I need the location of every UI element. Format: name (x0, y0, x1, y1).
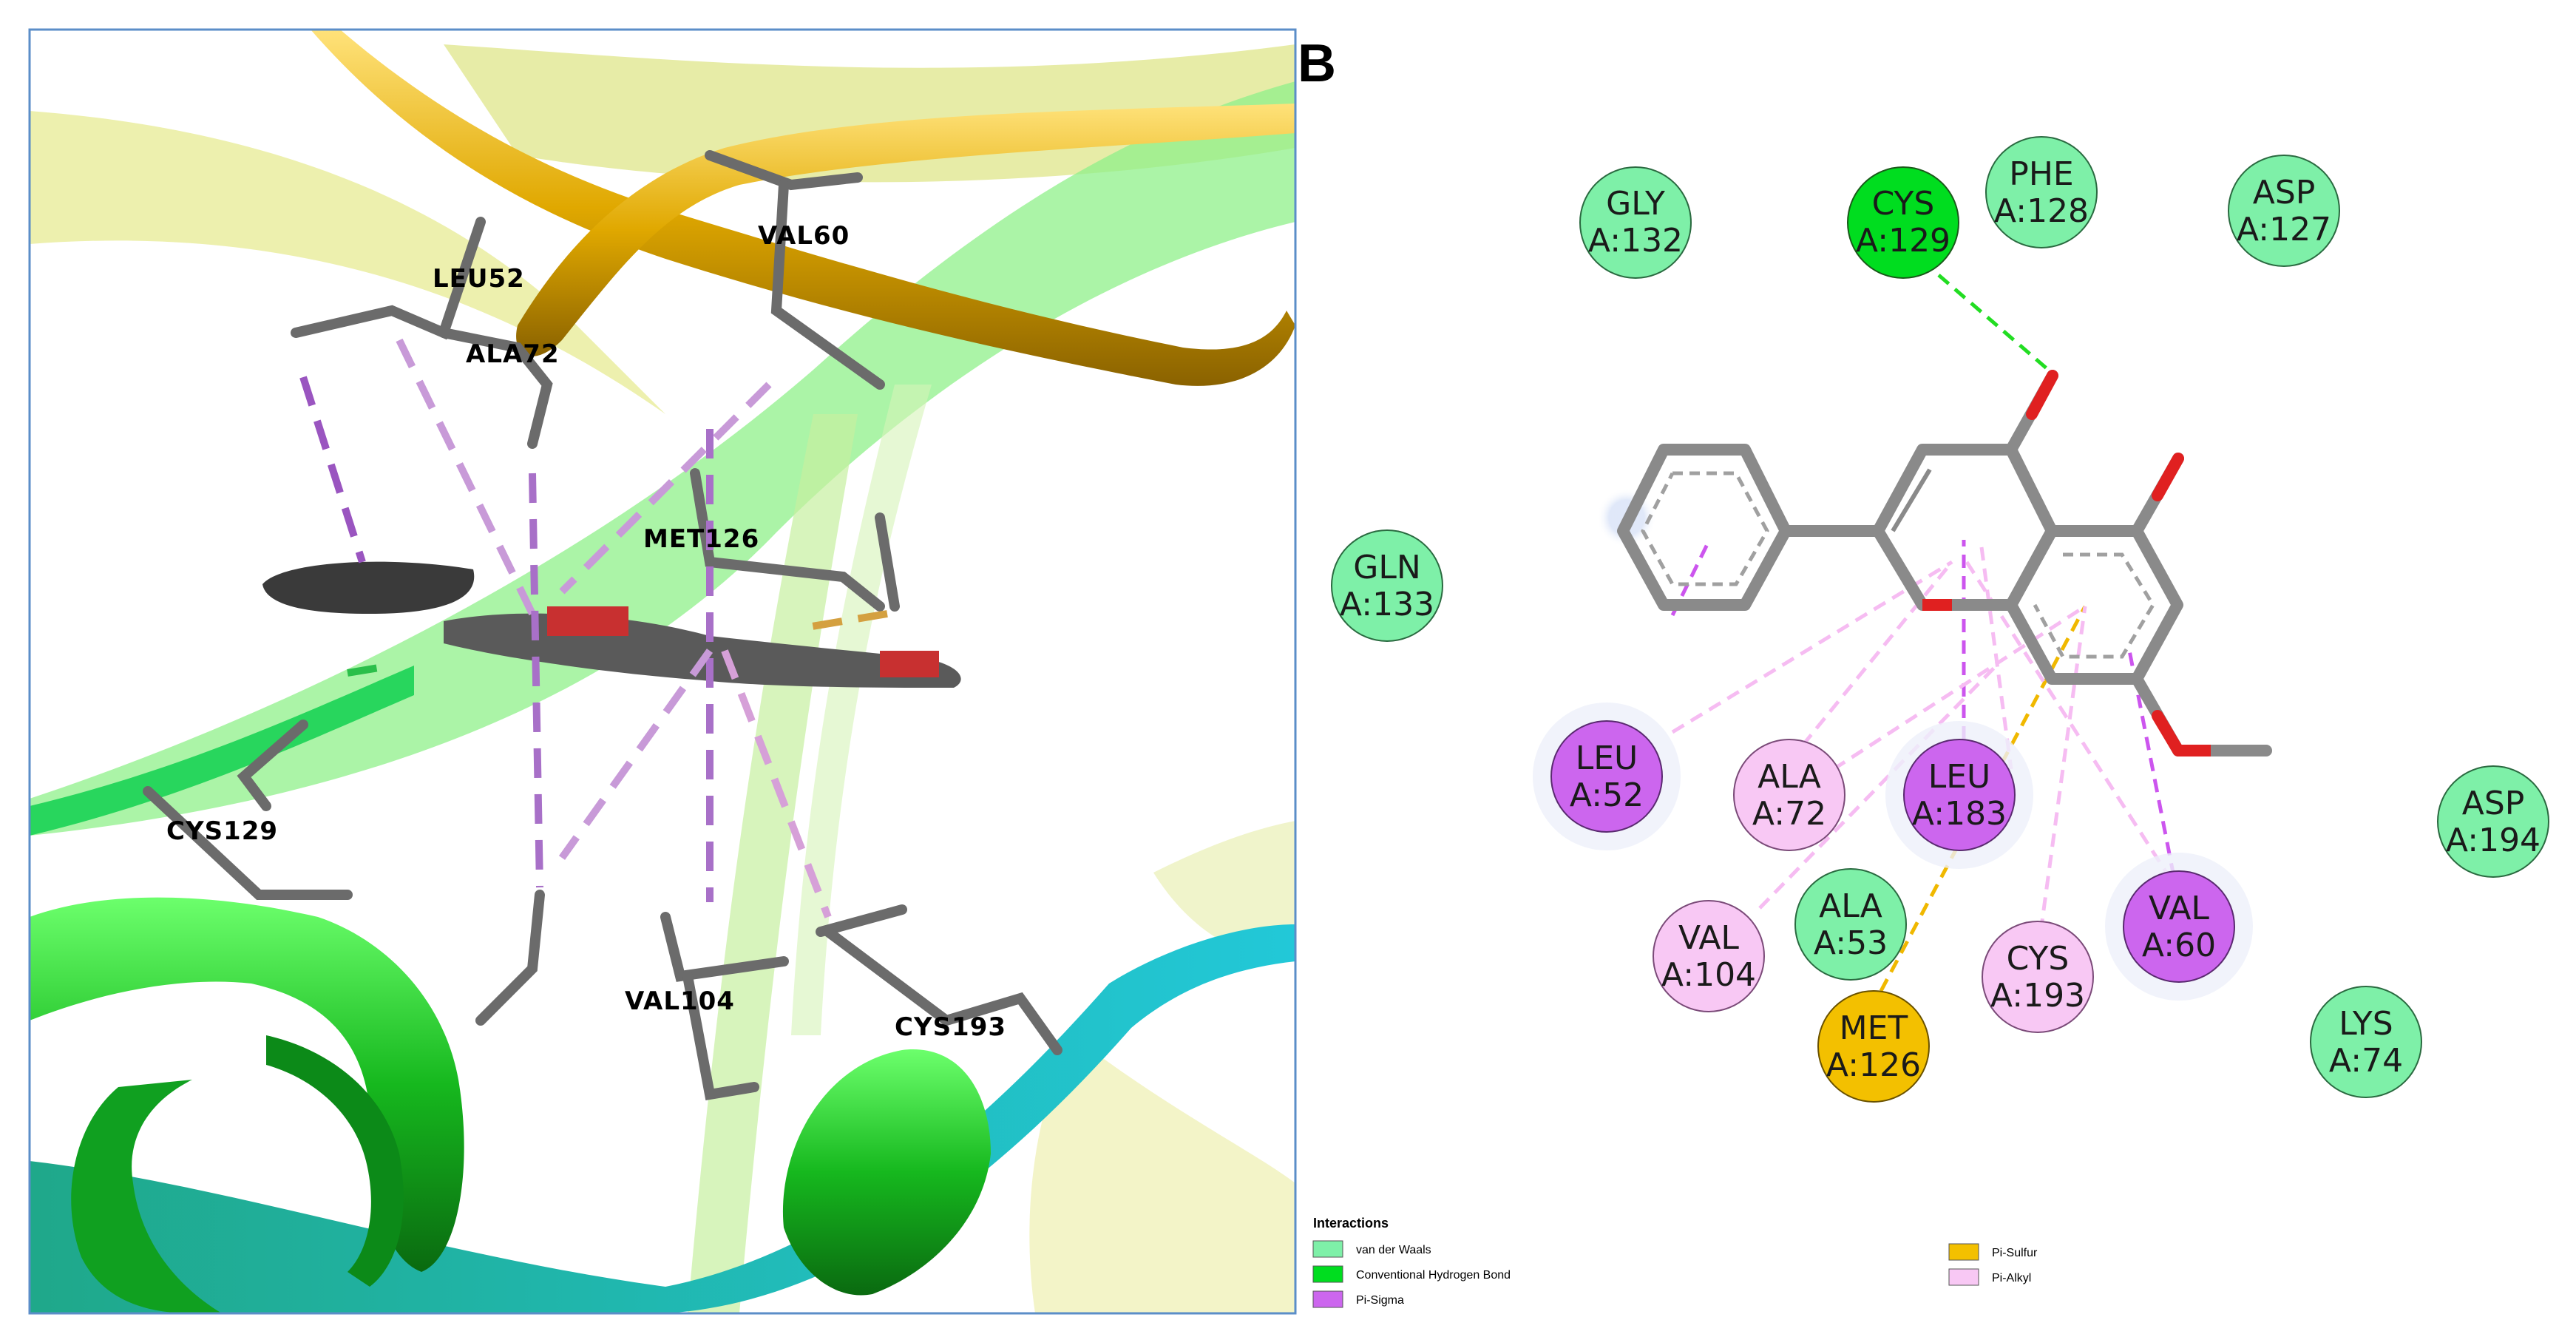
residue-id: A:128 (1994, 192, 2089, 230)
legend-label: van der Waals (1356, 1244, 1431, 1256)
residue-val60: VAL A:60 (2105, 853, 2253, 1001)
residue-name: GLY (1606, 185, 1665, 223)
pialkyl-val104 (1758, 664, 1998, 910)
residue-id: A:127 (2237, 211, 2331, 248)
residue-name: ASP (2253, 174, 2316, 211)
legend-item: Pi-Sigma (1312, 1290, 1404, 1308)
pialkyl-cys193 (2038, 606, 2087, 932)
residue-asp127: ASP A:127 (2228, 155, 2340, 267)
residue-ala72: ALA A:72 (1733, 739, 1845, 851)
residue-id: A:52 (1570, 776, 1644, 814)
beta-sheet-pale-yellow (30, 111, 665, 414)
residue-sticks (143, 150, 1062, 1101)
beta-strand-gold (311, 30, 1295, 386)
pialkyl-leu52-c (1671, 560, 1953, 734)
legend-item: Conventional Hydrogen Bond (1312, 1265, 1511, 1283)
helix-green-center (782, 1049, 991, 1296)
legend-label: Pi-Sulfur (1992, 1247, 2038, 1259)
label-cys129: CYS129 (166, 816, 278, 846)
phenyl-ring (1617, 444, 1792, 611)
pisigma-leu52 (1670, 538, 1712, 617)
legend-label: Pi-Sigma (1356, 1294, 1404, 1307)
residue-id: A:126 (1826, 1046, 1921, 1084)
residue-id: A:60 (2142, 927, 2216, 964)
residue-name: PHE (2009, 155, 2073, 193)
residue-name: GLN (1353, 549, 1421, 586)
residue-val104: VAL A:104 (1653, 900, 1765, 1012)
residue-leu52: LEU A:52 (1533, 703, 1681, 850)
residue-name: ALA (1758, 758, 1821, 796)
residue-id: A:104 (1661, 956, 1756, 994)
residue-name: CYS (1872, 185, 1935, 223)
residue-id: A:129 (1856, 222, 1950, 260)
panel-a-frame (28, 28, 1297, 1315)
residue-phe128: PHE A:128 (1985, 136, 2098, 248)
residue-id: A:53 (1814, 924, 1888, 962)
ligand-2d (1597, 370, 2272, 756)
residue-name: MET (1840, 1009, 1908, 1047)
residue-id: A:72 (1752, 795, 1826, 833)
ligand-3d (262, 561, 961, 688)
label-ala72: ALA72 (466, 339, 560, 369)
interactions-legend: Interactions van der Waals Conventional … (1312, 1216, 2038, 1308)
pialkyl-ala72 (1788, 561, 1953, 763)
residue-name: ASP (2462, 785, 2525, 822)
residue-name: VAL (1678, 919, 1739, 957)
residue-met126: MET A:126 (1817, 990, 1930, 1103)
residue-cys129: CYS A:129 (1847, 166, 1959, 279)
residue-id: A:183 (1912, 795, 2007, 833)
protein-3d-view (30, 30, 1295, 1313)
beta-sheet-pale-bottom-right (1029, 1035, 1295, 1313)
residue-id: A:133 (1340, 586, 1434, 623)
label-val60: VAL60 (758, 221, 850, 251)
helix-green-left (30, 897, 464, 1272)
hbond-cys129 (1937, 274, 2054, 375)
label-cys193: CYS193 (895, 1012, 1006, 1042)
interaction-dashes-3d (299, 338, 888, 918)
legend-title: Interactions (1313, 1216, 1389, 1231)
residue-name: LYS (2339, 1005, 2393, 1043)
residue-lys74: LYS A:74 (2310, 986, 2422, 1098)
residue-id: A:132 (1588, 222, 1683, 260)
residue-leu183: LEU A:183 (1885, 721, 2033, 869)
residue-name: VAL (2149, 890, 2209, 927)
residue-ala53: ALA A:53 (1794, 868, 1907, 981)
legend-item: van der Waals (1312, 1240, 1431, 1258)
panel-b-letter: B (1298, 34, 1336, 93)
pialkyl-leu183-b (1979, 546, 2013, 770)
legend-item: Pi-Sulfur (1948, 1243, 2038, 1261)
beta-sheet-green-diagonal (30, 81, 1295, 836)
residue-name: LEU (1576, 739, 1638, 777)
legend-label: Pi-Alkyl (1992, 1272, 2031, 1284)
label-val104: VAL104 (625, 986, 735, 1016)
residue-gln133: GLN A:133 (1331, 529, 1443, 642)
legend-item: Pi-Alkyl (1948, 1268, 2031, 1286)
residue-id: A:74 (2329, 1042, 2403, 1080)
label-leu52: LEU52 (433, 264, 525, 294)
residue-cys193: CYS A:193 (1982, 921, 2094, 1033)
residue-id: A:193 (1990, 977, 2085, 1015)
label-met126: MET126 (643, 524, 759, 554)
beta-strand-bright-green (30, 666, 414, 836)
legend-label: Conventional Hydrogen Bond (1356, 1269, 1511, 1282)
pisigma-val60 (2127, 650, 2176, 877)
interaction-lines (1670, 274, 2176, 992)
panel-b: B (1298, 34, 2549, 1308)
residue-gly132: GLY A:132 (1579, 166, 1692, 279)
panel-a: A (28, 28, 1297, 1315)
pialkyl-ala72-b (1832, 604, 2087, 771)
residue-name: CYS (2007, 940, 2070, 978)
residue-id: A:194 (2446, 822, 2541, 859)
residue-asp194: ASP A:194 (2437, 765, 2549, 878)
pialkyl-leu183 (1965, 561, 2169, 874)
residue-name: ALA (1819, 887, 1882, 925)
residue-name: LEU (1928, 758, 1991, 796)
